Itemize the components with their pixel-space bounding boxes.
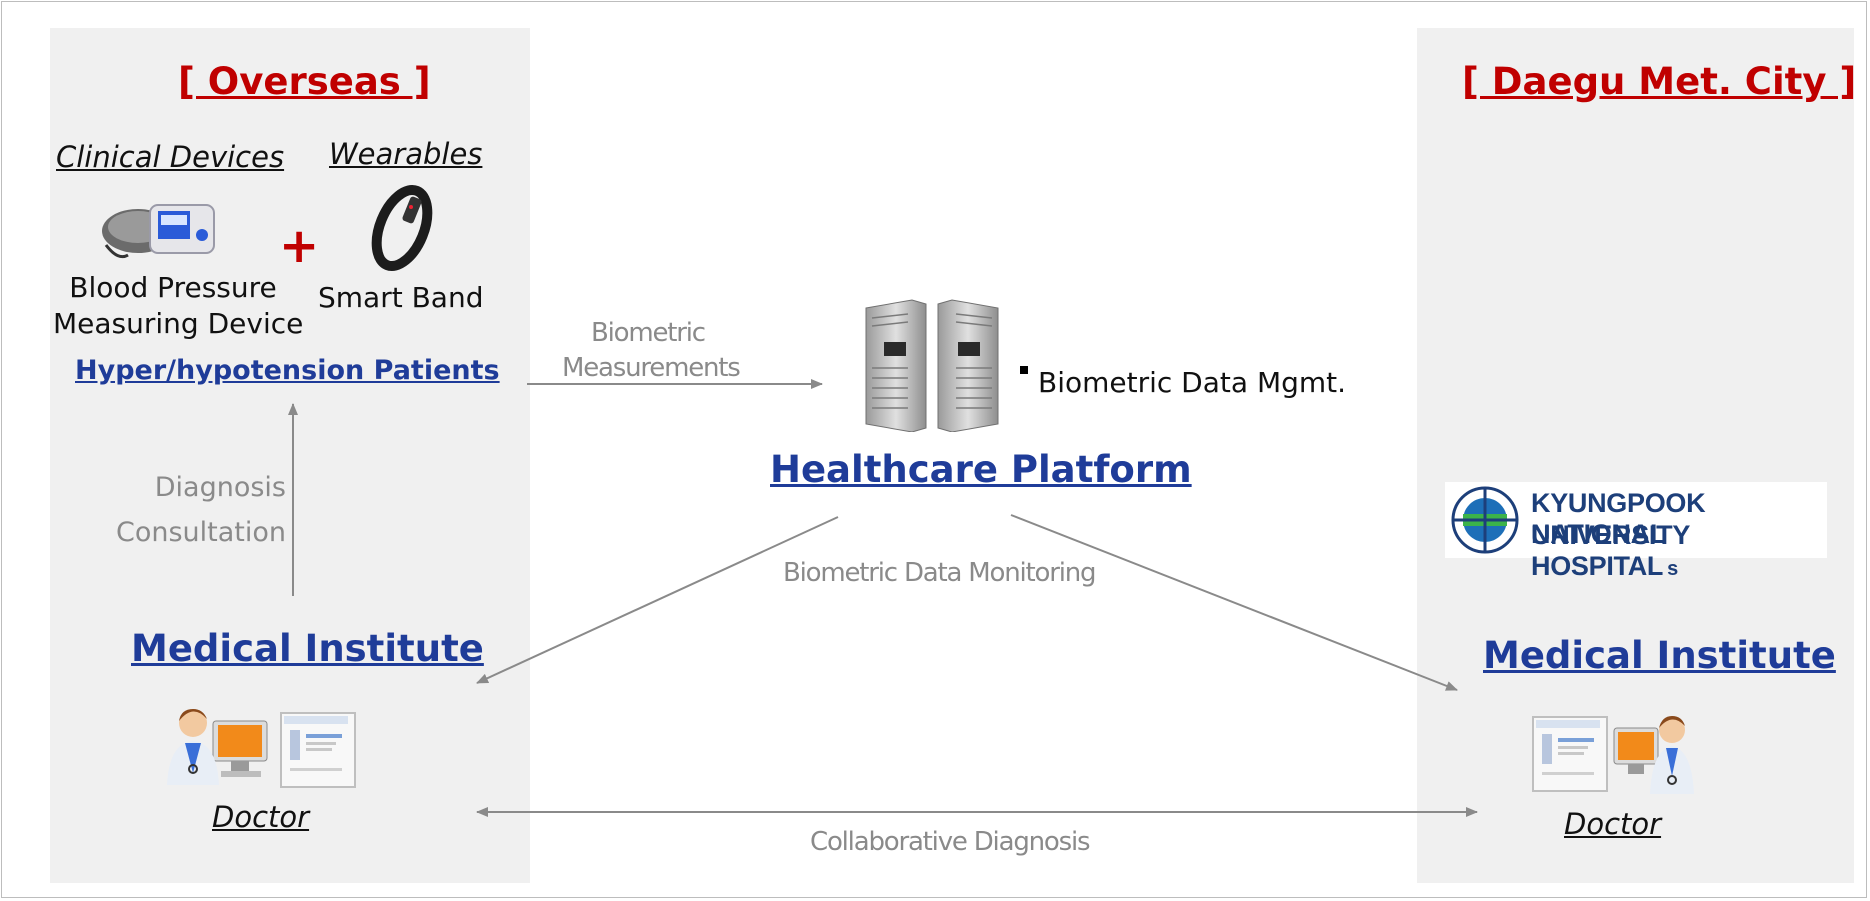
healthcare-platform-title[interactable]: Healthcare Platform <box>770 448 1192 491</box>
monitoring-arrow-right <box>1010 514 1458 691</box>
doctor-at-computer-icon <box>163 703 271 785</box>
left-doctor-label: Doctor <box>212 800 310 834</box>
diagnosis-line1: Diagnosis <box>154 472 286 503</box>
hospital-emblem-icon <box>1451 486 1519 554</box>
web-screen-icon <box>280 712 356 788</box>
overseas-title: [ Overseas ] <box>178 60 431 103</box>
left-medical-institute[interactable]: Medical Institute <box>131 627 484 670</box>
data-mgmt-label: Biometric Data Mgmt. <box>1038 366 1347 399</box>
logo-line1: KYUNGPOOK NATIONAL <box>1531 488 1706 549</box>
bp-device-label: Blood Pressure Measuring Device <box>53 270 304 342</box>
patients-label[interactable]: Hyper/hypotension Patients <box>75 355 500 386</box>
biometric-line1: Biometric <box>591 318 706 348</box>
right-web-screen-icon <box>1532 716 1608 792</box>
logo-line2-text: UNIVERSITY HOSPITAL <box>1531 520 1690 581</box>
collab-label: Collaborative Diagnosis <box>810 827 1091 857</box>
smart-band-icon <box>370 183 434 273</box>
plus-sign: + <box>279 218 320 274</box>
bp-device-line2: Measuring Device <box>53 307 304 340</box>
bp-device-line1: Blood Pressure <box>69 271 277 304</box>
biometric-line2: Measurements <box>562 353 741 383</box>
monitoring-label: Biometric Data Monitoring <box>783 558 1097 588</box>
right-medical-institute[interactable]: Medical Institute <box>1483 634 1836 677</box>
right-doctor-label: Doctor <box>1564 807 1662 841</box>
daegu-title: [ Daegu Met. City ] <box>1462 60 1857 103</box>
wearables-label: Wearables <box>329 137 483 171</box>
logo-suffix: s <box>1667 558 1678 580</box>
clinical-devices-label: Clinical Devices <box>56 140 285 174</box>
server-rack-icon <box>864 298 1000 433</box>
blood-pressure-monitor-icon <box>98 195 220 265</box>
bullet-marker <box>1020 366 1028 374</box>
diagnosis-line2: Consultation <box>115 517 286 548</box>
smart-band-label: Smart Band <box>318 281 484 314</box>
monitoring-arrow-left <box>476 516 839 684</box>
right-doctor-at-computer-icon <box>1612 710 1696 794</box>
